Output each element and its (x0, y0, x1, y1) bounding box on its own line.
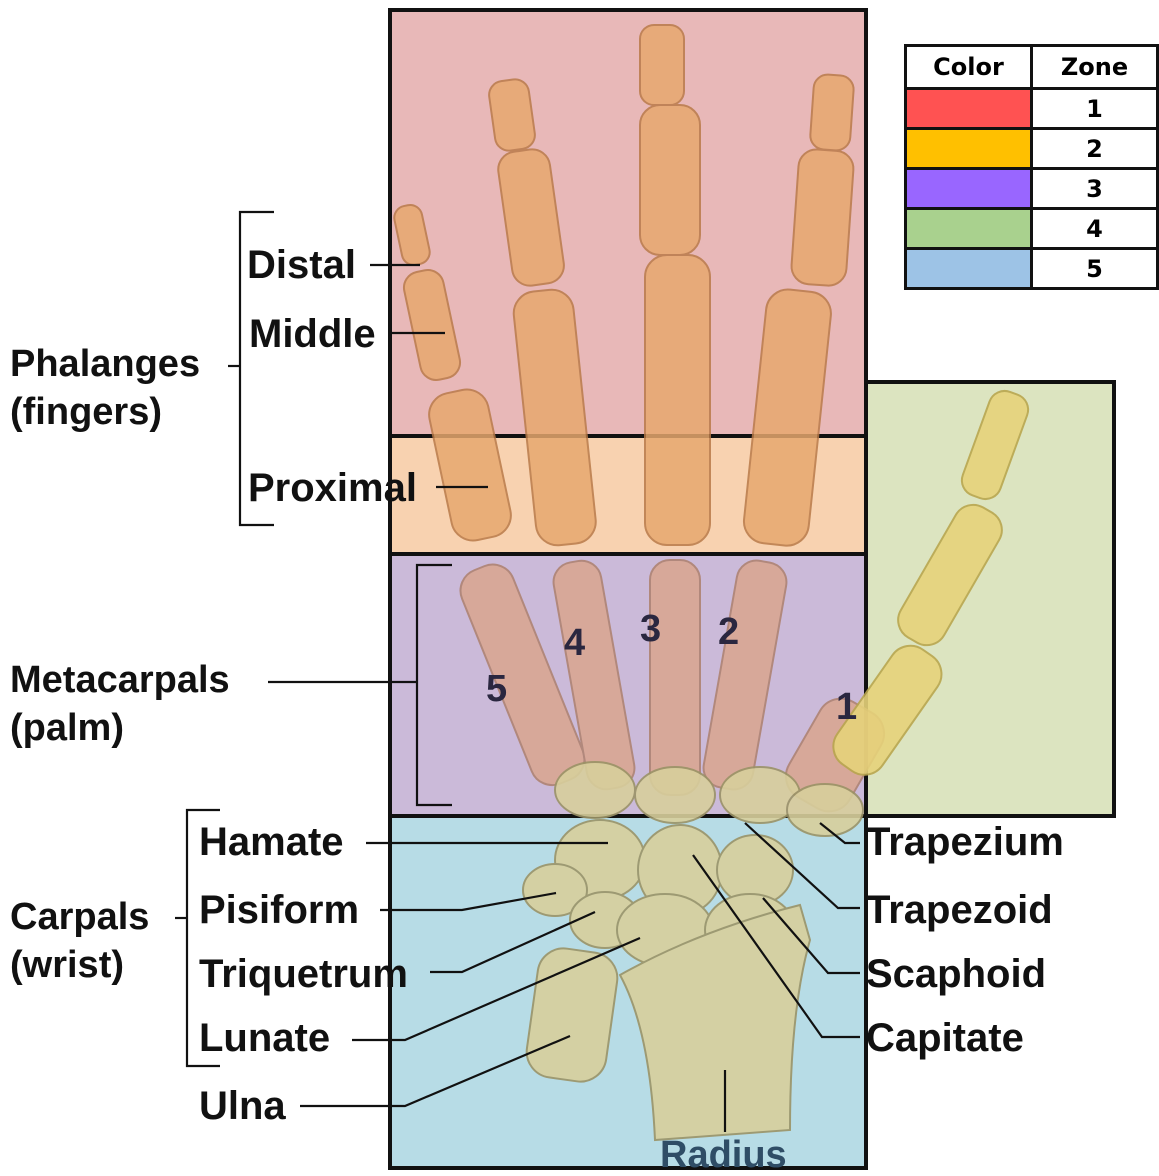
scaphoid-label: Scaphoid (866, 954, 1046, 994)
phalanges-group-label: Phalanges (fingers) (10, 340, 200, 436)
legend-zone-value: 3 (1032, 169, 1158, 209)
legend-row: 1 (906, 89, 1158, 129)
ulna-label: Ulna (199, 1086, 286, 1126)
metacarpal-number-3: 3 (640, 610, 661, 648)
triquetrum-label: Triquetrum (199, 954, 408, 994)
legend-swatch (906, 129, 1032, 169)
metacarpal-number-2: 2 (718, 613, 739, 651)
lunate-label: Lunate (199, 1018, 330, 1058)
zone-color-legend: Color Zone 1 2 3 4 5 (904, 44, 1159, 290)
carpals-name: Carpals (10, 893, 149, 941)
legend-zone-value: 4 (1032, 209, 1158, 249)
phalanges-name: Phalanges (10, 340, 200, 388)
legend-row: 5 (906, 249, 1158, 289)
trapezoid-label: Trapezoid (866, 890, 1053, 930)
legend-row: 2 (906, 129, 1158, 169)
legend-row: 3 (906, 169, 1158, 209)
distal-label: Distal (247, 245, 356, 285)
legend-swatch (906, 89, 1032, 129)
legend-zone-value: 2 (1032, 129, 1158, 169)
carpals-group-label: Carpals (wrist) (10, 893, 149, 989)
metacarpals-note: (palm) (10, 704, 230, 752)
metacarpal-number-5: 5 (486, 670, 507, 708)
legend-swatch (906, 169, 1032, 209)
legend-row: 4 (906, 209, 1158, 249)
metacarpals-group-label: Metacarpals (palm) (10, 656, 230, 752)
phalanges-note: (fingers) (10, 388, 200, 436)
metacarpal-number-1: 1 (836, 688, 857, 726)
legend-zone-value: 5 (1032, 249, 1158, 289)
carpals-note: (wrist) (10, 941, 149, 989)
metacarpals-name: Metacarpals (10, 656, 230, 704)
carpal-bones (523, 762, 863, 1140)
legend-swatch (906, 249, 1032, 289)
metacarpal-number-4: 4 (564, 624, 585, 662)
legend-header-zone: Zone (1032, 46, 1158, 89)
legend-header-row: Color Zone (906, 46, 1158, 89)
legend-swatch (906, 209, 1032, 249)
capitate-label: Capitate (866, 1018, 1024, 1058)
hamate-label: Hamate (199, 822, 344, 862)
middle-label: Middle (249, 314, 376, 354)
legend-header-color: Color (906, 46, 1032, 89)
legend-zone-value: 1 (1032, 89, 1158, 129)
finger-bones (392, 25, 855, 548)
trapezium-label: Trapezium (866, 822, 1064, 862)
radius-label: Radius (660, 1136, 787, 1174)
pisiform-label: Pisiform (199, 890, 359, 930)
proximal-label: Proximal (248, 468, 417, 508)
